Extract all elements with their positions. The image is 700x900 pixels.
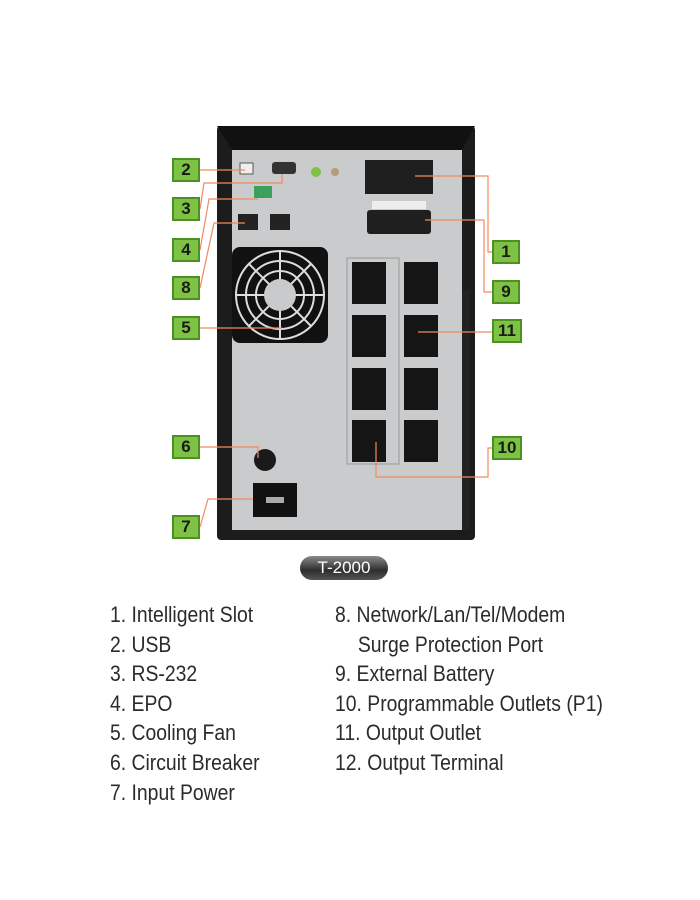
legend-left: 1. Intelligent Slot 2. USB 3. RS-232 4. …	[110, 600, 260, 807]
leader-lines	[199, 169, 492, 528]
legend-right: 8. Network/Lan/Tel/Modem Surge Protectio…	[335, 600, 603, 778]
intelligent-slot	[365, 160, 433, 194]
callout-2: 2	[172, 158, 200, 182]
legend-item-continuation: Surge Protection Port	[357, 631, 543, 657]
legend-item: 8. Network/Lan/Tel/Modem	[335, 602, 566, 627]
epo-connector	[254, 186, 272, 198]
rs232-port	[272, 162, 296, 174]
callout-5: 5	[172, 316, 200, 340]
callout-10: 10	[492, 436, 522, 460]
legend-item: 11. Output Outlet	[335, 720, 482, 746]
circuit-breaker	[254, 449, 276, 471]
legend-item: 1. Intelligent Slot	[110, 602, 254, 627]
legend-item: 3. RS-232	[110, 661, 198, 687]
legend-item: 5. Cooling Fan	[110, 720, 236, 746]
cooling-fan	[232, 247, 328, 343]
ups-rear-view	[199, 126, 492, 540]
callout-9: 9	[492, 280, 520, 304]
network-port-in	[238, 214, 258, 230]
legend-item: 7. Input Power	[110, 779, 235, 805]
legend-item: 9. External Battery	[335, 661, 495, 687]
usb-port	[239, 162, 254, 175]
callout-3: 3	[172, 197, 200, 221]
legend-item: 12. Output Terminal	[335, 749, 504, 775]
output-outlets	[352, 262, 438, 462]
callout-4: 4	[172, 238, 200, 262]
callout-6: 6	[172, 435, 200, 459]
callout-7: 7	[172, 515, 200, 539]
model-label: T-2000	[300, 556, 388, 580]
callout-1: 1	[492, 240, 520, 264]
callout-8: 8	[172, 276, 200, 300]
network-port-out	[270, 214, 290, 230]
callout-11: 11	[492, 319, 522, 343]
legend-item: 6. Circuit Breaker	[110, 749, 260, 775]
legend-item: 10. Programmable Outlets (P1)	[335, 690, 603, 716]
external-battery-connector	[367, 210, 431, 234]
legend-item: 2. USB	[110, 631, 172, 657]
ground-label-icon	[311, 167, 321, 177]
legend-item: 4. EPO	[110, 690, 173, 716]
